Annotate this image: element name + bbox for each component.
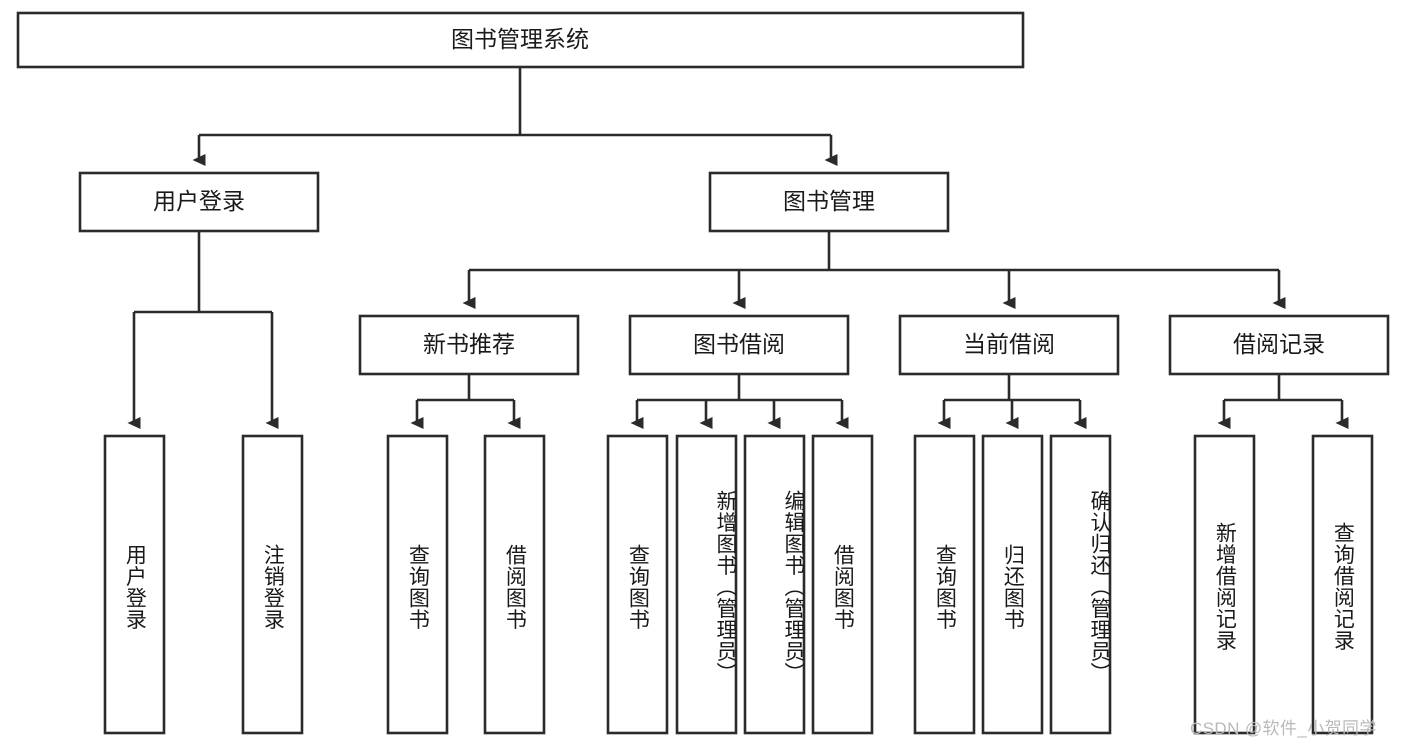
leaf-box-current-borrow-2[interactable] [1049,434,1112,735]
node-root-label: 图书管理系统 [451,26,589,52]
node-current-borrow[interactable]: 当前借阅 [898,314,1120,376]
node-book-management-label: 图书管理 [783,188,875,214]
node-borrow-record-label: 借阅记录 [1233,331,1325,357]
connector-current-to-leaves [937,374,1087,429]
connector-root-to-level2 [192,67,838,166]
node-user-login-label: 用户登录 [153,188,245,214]
csdn-watermark: CSDN @软件_小贺同学 [1190,719,1377,738]
node-borrow-record[interactable]: 借阅记录 [1168,314,1390,376]
leaf-box-book-borrow-2[interactable] [743,434,806,735]
connector-borrow-to-leaves [630,374,849,429]
node-root[interactable]: 图书管理系统 [16,11,1025,69]
node-book-borrow[interactable]: 图书借阅 [628,314,850,376]
connector-bookmgmt-to-level3 [462,231,1286,309]
connector-newbook-to-leaves [410,374,521,429]
node-new-book-recommend[interactable]: 新书推荐 [358,314,580,376]
leaf-box-borrow-record-1[interactable] [1311,434,1374,735]
node-new-book-recommend-label: 新书推荐 [423,331,515,357]
leaf-box-user-login-0[interactable] [103,434,166,735]
node-current-borrow-label: 当前借阅 [963,331,1055,357]
leaf-box-current-borrow-0[interactable] [913,434,976,735]
connector-record-to-leaves [1217,374,1349,429]
leaf-box-borrow-record-0[interactable] [1193,434,1256,735]
leaf-box-current-borrow-1[interactable] [981,434,1044,735]
leaf-box-book-borrow-3[interactable] [811,434,874,735]
node-user-login[interactable]: 用户登录 [78,171,320,233]
node-book-borrow-label: 图书借阅 [693,331,785,357]
leaf-box-book-borrow-0[interactable] [606,434,669,735]
leaf-box-book-borrow-1[interactable] [675,434,738,735]
leaf-box-new-book-1[interactable] [483,434,546,735]
connector-userlogin-to-leaves [127,231,279,429]
leaf-box-new-book-0[interactable] [386,434,449,735]
node-book-management[interactable]: 图书管理 [708,171,950,233]
leaf-box-user-login-1[interactable] [241,434,304,735]
